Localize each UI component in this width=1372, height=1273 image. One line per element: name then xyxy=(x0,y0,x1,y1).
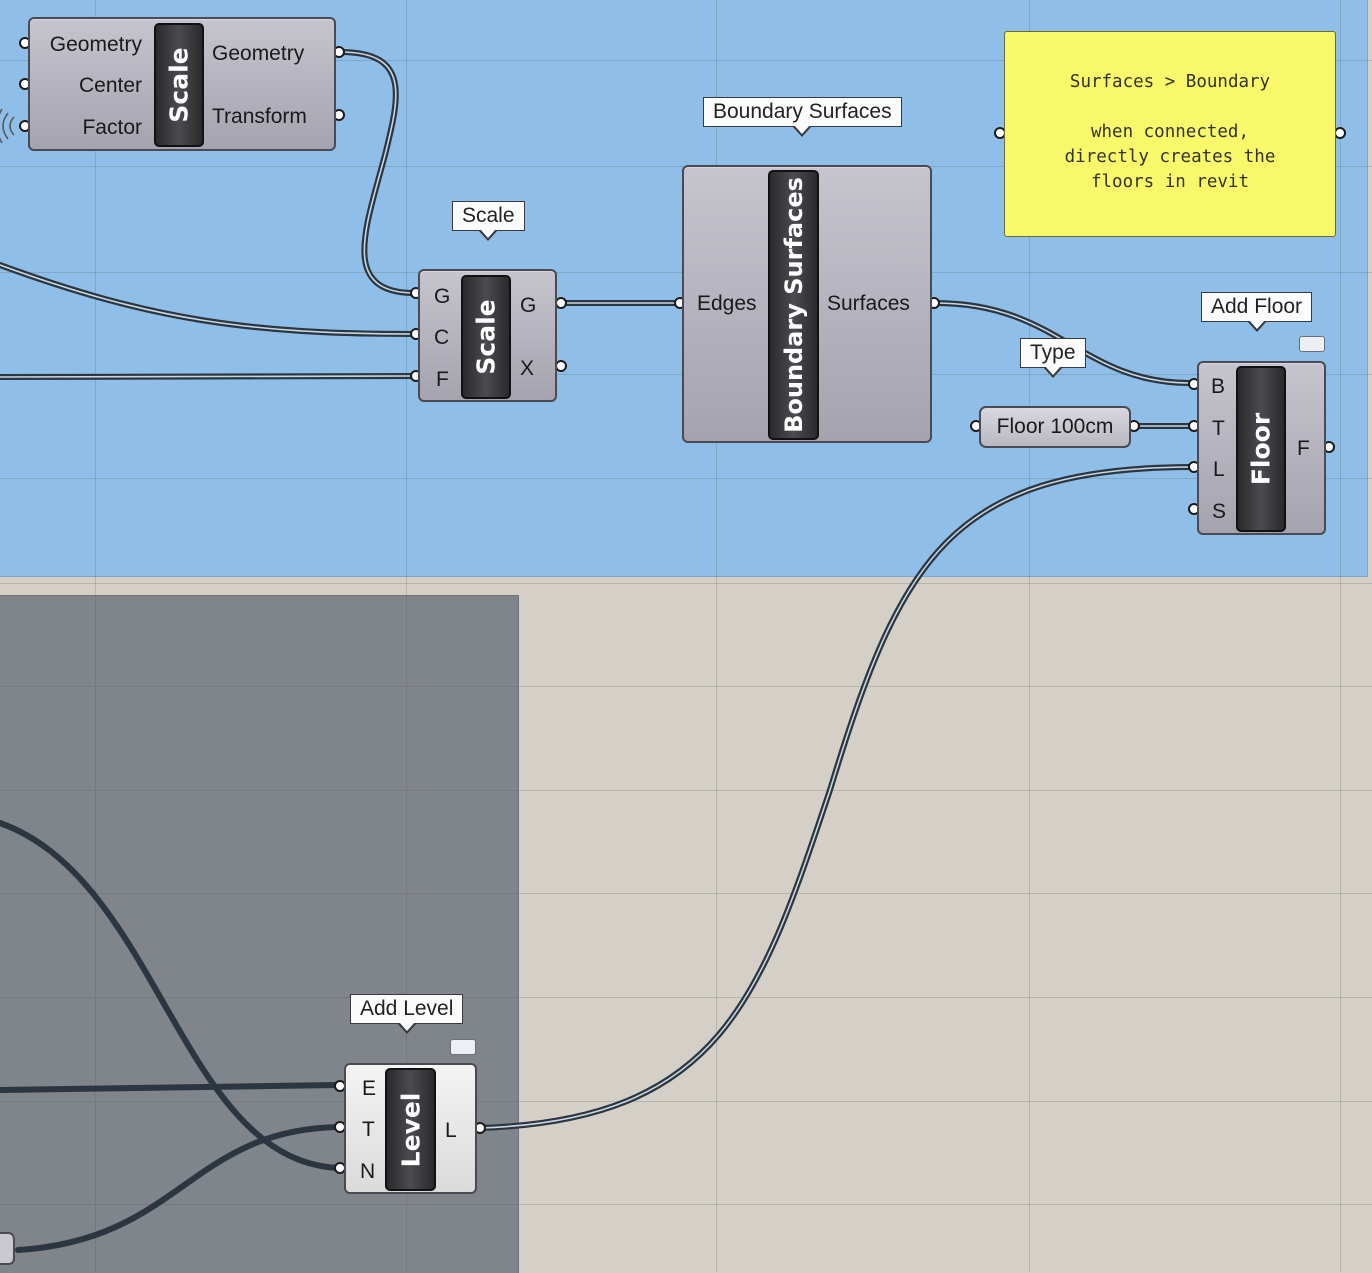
output-x[interactable]: X xyxy=(520,357,535,380)
output-f[interactable]: F xyxy=(1297,437,1310,460)
input-e[interactable]: E xyxy=(362,1077,377,1100)
grid-line xyxy=(0,583,1372,584)
component-name-bar[interactable]: Floor xyxy=(1236,366,1286,532)
type-tooltip: Type xyxy=(1020,338,1086,368)
offscreen-node-edge xyxy=(0,1232,15,1265)
input-g[interactable]: G xyxy=(434,285,451,308)
wire-center xyxy=(0,262,418,337)
grid-line xyxy=(0,60,1372,61)
output-l[interactable]: L xyxy=(445,1119,457,1142)
floor-type-param[interactable]: Floor 100cm xyxy=(979,406,1131,448)
component-name: Scale xyxy=(164,47,194,123)
output-transform[interactable]: Transform xyxy=(212,105,307,128)
wire-level-t xyxy=(15,1124,341,1253)
grid-line xyxy=(0,686,1372,687)
grid-line xyxy=(0,1204,1372,1205)
input-t[interactable]: T xyxy=(362,1118,375,1141)
input-l[interactable]: L xyxy=(1213,458,1225,481)
component-name-bar[interactable]: Boundary Surfaces xyxy=(768,170,819,440)
input-t[interactable]: T xyxy=(1212,417,1225,440)
grid-line xyxy=(95,0,96,1272)
input-n[interactable]: N xyxy=(360,1160,376,1183)
wireless-indicator-icon xyxy=(0,108,15,144)
add-level-tooltip: Add Level xyxy=(350,994,464,1024)
input-geometry[interactable]: Geometry xyxy=(49,33,142,56)
output-geometry[interactable]: Geometry xyxy=(212,42,305,65)
input-edges[interactable]: Edges xyxy=(697,292,757,315)
scale-component[interactable]: G C F Scale G X xyxy=(418,269,557,402)
boundary-surfaces-component[interactable]: Edges Boundary Surfaces Surfaces xyxy=(682,165,932,443)
grid-line xyxy=(1029,0,1030,1272)
wire-level-e xyxy=(0,1082,341,1093)
component-name: Floor xyxy=(1246,412,1276,486)
boundary-surfaces-tooltip: Boundary Surfaces xyxy=(703,97,902,127)
input-center[interactable]: Center xyxy=(78,74,142,97)
comment-icon[interactable] xyxy=(450,1039,476,1055)
output-g[interactable]: G xyxy=(520,294,537,317)
wire-level-n xyxy=(0,820,341,1171)
grid-line xyxy=(1340,0,1341,1272)
wire-scale-geometry xyxy=(337,49,418,296)
input-c[interactable]: C xyxy=(434,326,450,349)
port-markers[interactable] xyxy=(19,37,1346,1174)
input-f[interactable]: F xyxy=(436,368,449,391)
component-name: Scale xyxy=(471,299,501,375)
wire-level-l xyxy=(477,464,1193,1131)
grid-line xyxy=(716,0,717,1272)
scale-tooltip: Scale xyxy=(452,201,525,231)
add-level-component[interactable]: E T N Level L xyxy=(344,1063,477,1194)
grid-line xyxy=(0,790,1372,791)
component-name-bar[interactable]: Scale xyxy=(154,23,204,147)
input-b[interactable]: B xyxy=(1211,375,1226,398)
grid-line xyxy=(0,1101,1372,1102)
add-floor-component[interactable]: B T L S Floor F xyxy=(1197,361,1326,535)
component-name: Boundary Surfaces xyxy=(779,177,808,433)
grid-line xyxy=(0,478,1372,479)
output-surfaces[interactable]: Surfaces xyxy=(827,292,910,315)
add-floor-tooltip: Add Floor xyxy=(1201,292,1313,322)
component-name-bar[interactable]: Level xyxy=(385,1068,436,1191)
scale-component-top[interactable]: Geometry Center Factor Scale Geometry Tr… xyxy=(28,17,336,151)
grid-line xyxy=(406,0,407,1272)
grid-line xyxy=(0,997,1372,998)
component-name-bar[interactable]: Scale xyxy=(461,275,511,399)
note-panel[interactable]: Surfaces > Boundary when connected, dire… xyxy=(1004,31,1336,237)
component-name: Level xyxy=(396,1092,425,1167)
input-s[interactable]: S xyxy=(1212,500,1227,523)
grid-line xyxy=(0,893,1372,894)
input-factor[interactable]: Factor xyxy=(82,116,142,139)
comment-icon[interactable] xyxy=(1299,336,1325,352)
